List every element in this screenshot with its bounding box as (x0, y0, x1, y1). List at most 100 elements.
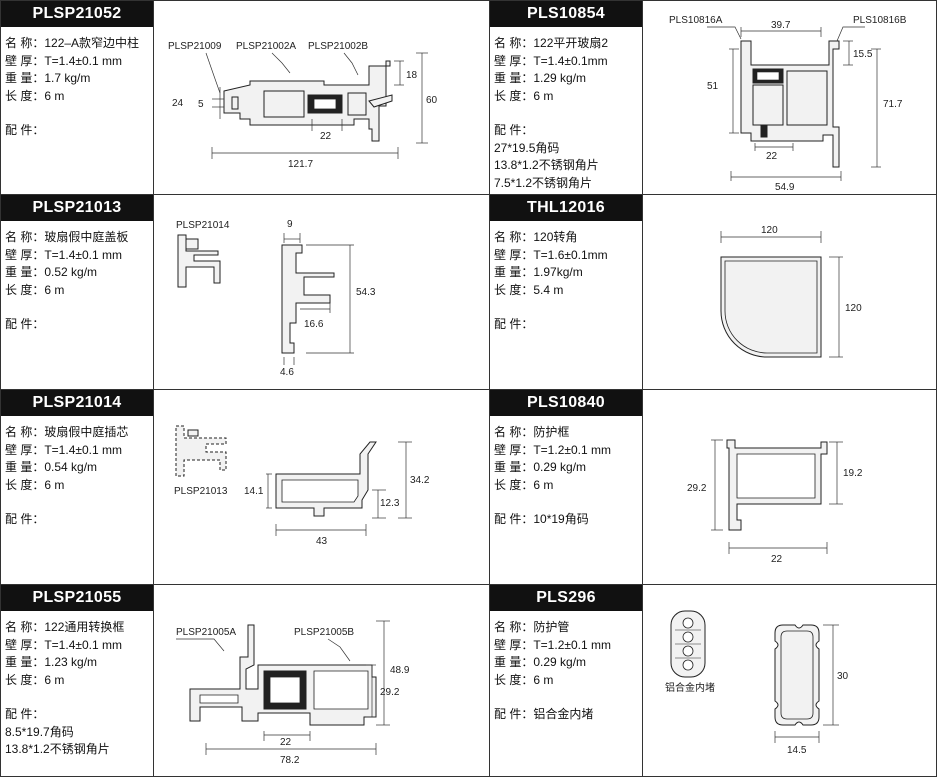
weight-value: 0.54 kg/m (44, 460, 98, 474)
length-value: 6 m (44, 477, 65, 492)
dim-label: 39.7 (771, 20, 791, 31)
dim-label: 14.5 (787, 745, 807, 756)
dim-label: 54.3 (356, 287, 376, 298)
profile-code: PLS10854 (490, 1, 642, 27)
profile-code: PLSP21052 (1, 1, 153, 27)
weight-row: 重 量：1.97kg/m (494, 265, 583, 279)
dim-label: 120 (761, 225, 778, 236)
profile-drawing: PLS10816A PLS10816B 39.7 15.5 51 71.7 22… (669, 15, 907, 193)
parts-row: 配 件： (494, 123, 534, 137)
weight-value: 1.7 kg/m (44, 71, 91, 85)
profile-code: PLS296 (490, 585, 642, 611)
profile-drawing: PLSP21014 9 54.3 16.6 4.6 (176, 219, 376, 378)
profile-code: PLSP21055 (1, 585, 153, 611)
name-value: 122–A款窄边中柱 (44, 36, 140, 50)
profile-panel-pls10840: PLS10840 名 称：防护框 壁 厚：T=1.2±0.1 mm 重 量：0.… (490, 390, 937, 585)
thickness-value: T=1.6±0.1mm (533, 247, 608, 262)
thickness-value: T=1.2±0.1 mm (533, 442, 611, 457)
dim-label: 120 (845, 303, 862, 314)
length-value: 6 m (44, 282, 65, 297)
length-value: 6 m (44, 672, 65, 687)
thickness-row: 壁 厚：T=1.6±0.1mm (494, 247, 608, 262)
thickness-value: T=1.4±0.1 mm (44, 442, 122, 457)
parts-row: 配 件：铝合金内堵 (494, 707, 594, 721)
weight-row: 重 量：0.54 kg/m (5, 460, 98, 474)
profile-info: 名 称：防护框 壁 厚：T=1.2±0.1 mm 重 量：0.29 kg/m 长… (494, 424, 642, 529)
panel-divider (642, 195, 643, 389)
thickness-value: T=1.4±0.1 mm (44, 247, 122, 262)
profile-panel-plsp21055: PLSP21055 名 称：122通用转换框 壁 厚：T=1.4±0.1 mm … (0, 585, 490, 777)
dim-label: 54.9 (775, 182, 795, 193)
profile-drawing: PLSP21005A PLSP21005B 48.9 29.2 22 78.2 (176, 620, 410, 766)
thickness-row: 壁 厚：T=1.4±0.1 mm (5, 442, 122, 457)
length-row: 长 度：6 m (5, 672, 65, 687)
panel-divider (153, 390, 154, 584)
parts-item: 13.8*1.2不锈钢角片 (494, 158, 599, 172)
thickness-row: 壁 厚：T=1.4±0.1 mm (5, 53, 122, 68)
length-value: 6 m (533, 477, 554, 492)
dim-label: 34.2 (410, 475, 430, 486)
panel-divider (642, 1, 643, 194)
callout-label: PLSP21013 (174, 486, 228, 497)
profile-code: PLSP21014 (1, 390, 153, 416)
profile-panel-plsp21013: PLSP21013 名 称：玻扇假中庭盖板 壁 厚：T=1.4±0.1 mm 重… (0, 195, 490, 390)
dim-label: 18 (406, 70, 418, 81)
callout-label: PLSP21014 (176, 220, 230, 231)
parts-item: 8.5*19.7角码 (5, 724, 74, 739)
weight-value: 0.29 kg/m (533, 655, 587, 669)
name-row: 名 称：防护框 (494, 425, 570, 439)
parts-row: 配 件：10*19角码 (494, 512, 589, 526)
dim-label: 15.5 (853, 49, 873, 60)
callout-label: 铝合金内堵 (665, 681, 715, 694)
dim-label: 60 (426, 95, 438, 106)
profile-drawing: 120 120 (720, 225, 862, 358)
dim-label: 43 (316, 536, 328, 547)
callout-label: PLSP21002B (308, 41, 368, 52)
profile-drawing: 铝合金内堵 30 14.5 (665, 610, 849, 756)
dim-label: 71.7 (883, 99, 903, 110)
dim-label: 29.2 (380, 687, 400, 698)
profile-panel-plsp21052: PLSP21052 名 称：122–A款窄边中柱 壁 厚：T=1.4±0.1 m… (0, 0, 490, 195)
name-value: 防护管 (533, 620, 570, 634)
dim-label: 24 (172, 98, 184, 109)
thickness-value: T=1.4±0.1 mm (44, 637, 122, 652)
panel-divider (153, 195, 154, 389)
profile-info: 名 称：玻扇假中庭盖板 壁 厚：T=1.4±0.1 mm 重 量：0.52 kg… (5, 229, 153, 334)
dim-label: 22 (766, 151, 778, 162)
parts-item: 7.5*1.2不锈钢角片 (494, 175, 593, 190)
weight-value: 1.97kg/m (533, 265, 583, 279)
length-row: 长 度：5.4 m (494, 282, 564, 297)
weight-row: 重 量：0.52 kg/m (5, 265, 98, 279)
thickness-row: 壁 厚：T=1.4±0.1 mm (5, 247, 122, 262)
panel-divider (153, 1, 154, 194)
profile-info: 名 称：122通用转换框 壁 厚：T=1.4±0.1 mm 重 量：1.23 k… (5, 619, 153, 759)
profile-panel-pls296: PLS296 名 称：防护管 壁 厚：T=1.2±0.1 mm 重 量：0.29… (490, 585, 937, 777)
dim-label: 9 (287, 219, 293, 230)
weight-value: 1.29 kg/m (533, 71, 587, 85)
dim-label: 51 (707, 81, 719, 92)
dim-label: 19.2 (843, 468, 863, 479)
name-row: 名 称：120转角 (494, 230, 578, 244)
profile-panel-pls10854: PLS10854 名 称：122平开玻扇2 壁 厚：T=1.4±0.1mm 重 … (490, 0, 937, 195)
thickness-value: T=1.2±0.1 mm (533, 637, 611, 652)
length-row: 长 度：6 m (5, 282, 65, 297)
dim-label: 22 (771, 554, 783, 565)
name-value: 122平开玻扇2 (533, 36, 609, 50)
thickness-row: 壁 厚：T=1.2±0.1 mm (494, 442, 611, 457)
profile-drawing: 29.2 19.2 22 (687, 439, 863, 565)
dim-label: 4.6 (280, 367, 294, 378)
name-row: 名 称：玻扇假中庭盖板 (5, 230, 129, 244)
name-row: 名 称：122通用转换框 (5, 620, 125, 634)
dim-label: 121.7 (288, 159, 313, 170)
dim-label: 22 (280, 737, 292, 748)
parts-row: 配 件： (5, 317, 45, 331)
length-row: 长 度：6 m (494, 88, 554, 103)
profile-info: 名 称：122平开玻扇2 壁 厚：T=1.4±0.1mm 重 量：1.29 kg… (494, 35, 642, 192)
parts-row: 配 件： (5, 123, 45, 137)
name-value: 120转角 (533, 230, 578, 244)
panel-divider (642, 585, 643, 776)
profile-info: 名 称：防护管 壁 厚：T=1.2±0.1 mm 重 量：0.29 kg/m 长… (494, 619, 642, 724)
callout-label: PLSP21002A (236, 41, 296, 52)
profile-info: 名 称：122–A款窄边中柱 壁 厚：T=1.4±0.1 mm 重 量：1.7 … (5, 35, 153, 140)
weight-row: 重 量：0.29 kg/m (494, 460, 587, 474)
